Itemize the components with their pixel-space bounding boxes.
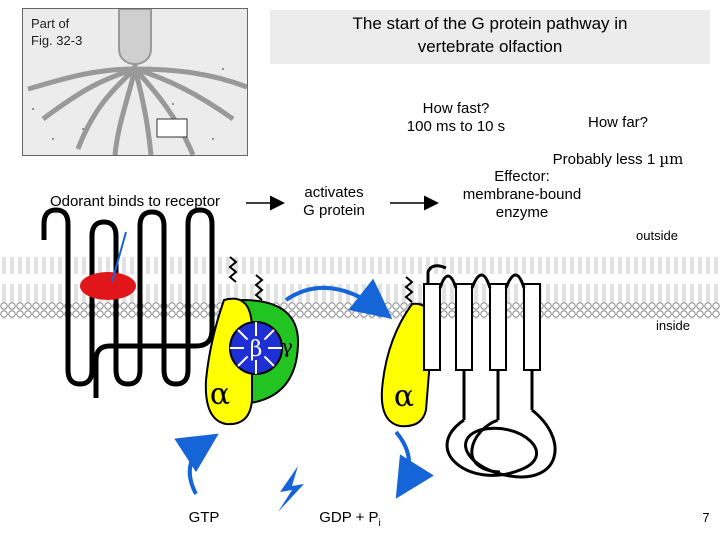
page-number: 7 (702, 510, 709, 525)
how-far-question: How far? (587, 114, 649, 131)
gtp-arrow (174, 433, 219, 495)
lightning-icon (278, 466, 304, 512)
how-far-text: How far? Probably less 1 µm (528, 96, 708, 169)
step-activates-g-protein: activates G protein (303, 184, 365, 219)
how-fast-text: How fast? 100 ms to 10 s (406, 100, 506, 135)
how-far-answer: Probably less 1 (552, 151, 660, 168)
translocation-arrow (284, 278, 393, 319)
micrometer-unit: µm (659, 150, 684, 168)
gdp-subscript: i (379, 518, 381, 529)
right-alpha-lipid-anchor (404, 276, 414, 303)
alpha-label-right: α (394, 379, 414, 414)
gdp-label: GDP + Pi (319, 509, 381, 529)
figure-reference: Part of Fig. 32-3 (31, 16, 83, 48)
odorant-molecule (80, 272, 136, 300)
outside-label: outside (636, 228, 678, 243)
alpha-lipid-anchor (228, 256, 238, 283)
page-title: The start of the G protein pathway in ve… (270, 10, 710, 64)
gamma-label: γ (281, 334, 293, 358)
inside-label: inside (656, 318, 690, 333)
gtp-label: GTP (189, 509, 220, 526)
step-odorant-binds: Odorant binds to receptor (49, 193, 221, 210)
receptor-protein (41, 207, 215, 398)
odorant-pointer (111, 231, 127, 283)
gdp-text: GDP + P (319, 509, 378, 526)
figure-thumbnail: Part of Fig. 32-3 (22, 8, 248, 156)
neuron-illustration (27, 9, 247, 155)
beta-label: β (250, 337, 263, 362)
effector-enzyme (423, 264, 557, 479)
gdp-arrow (394, 430, 434, 499)
gamma-lipid-anchor (254, 274, 264, 301)
alpha-label-left: α (210, 377, 230, 412)
step-effector: Effector: membrane-bound enzyme (462, 168, 582, 221)
